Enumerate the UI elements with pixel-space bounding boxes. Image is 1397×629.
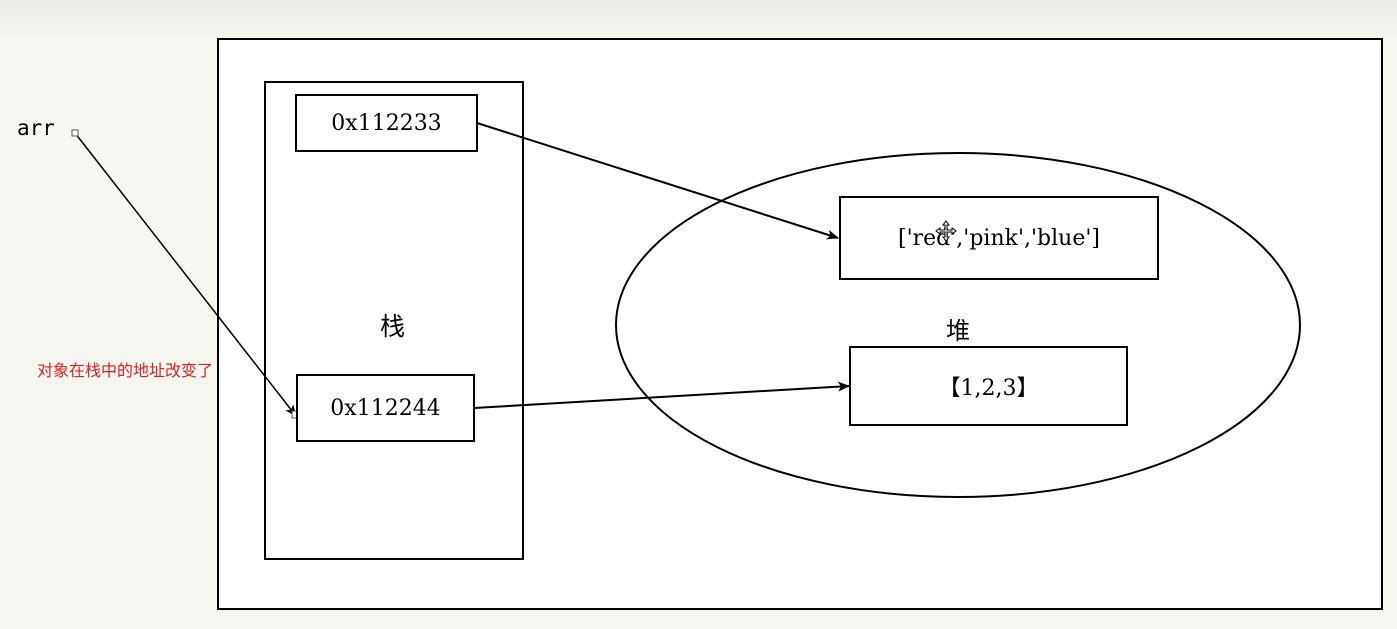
heap-object-box-1: ['red','pink','blue'] <box>839 196 1159 280</box>
stack-address-text-1: 0x112233 <box>331 110 442 136</box>
stack-address-text-2: 0x112244 <box>330 395 441 421</box>
variable-label: arr <box>17 116 55 140</box>
move-cursor-icon <box>935 220 957 242</box>
heap-label: 堆 <box>946 317 970 345</box>
annotation-text: 对象在栈中的地址改变了 <box>37 361 214 380</box>
heap-object-text-1: ['red','pink','blue'] <box>898 225 1100 251</box>
top-toolbar-band <box>0 0 1397 34</box>
stack-address-box-1: 0x112233 <box>295 94 478 152</box>
heap-object-box-2: 【1,2,3】 <box>849 346 1128 426</box>
connection-handle-start <box>71 129 79 137</box>
heap-object-text-2: 【1,2,3】 <box>938 376 1039 401</box>
stack-label: 栈 <box>380 312 406 341</box>
stack-address-box-2: 0x112244 <box>296 374 475 442</box>
